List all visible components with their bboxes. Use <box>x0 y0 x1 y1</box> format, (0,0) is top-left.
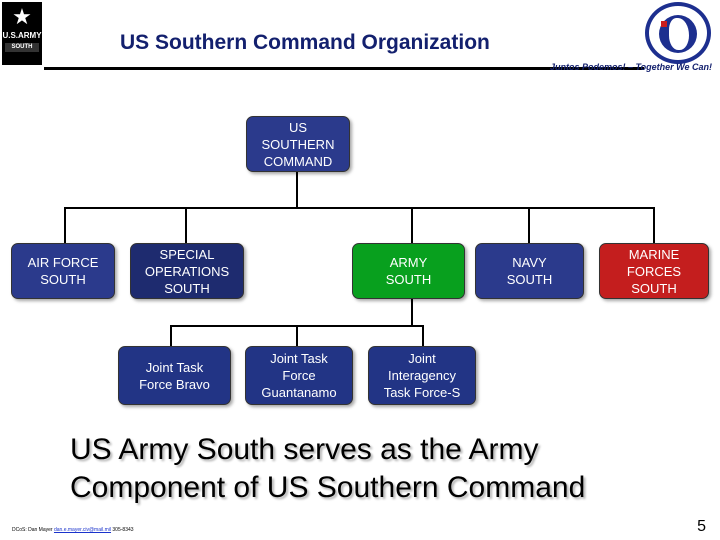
connector-jtf-bravo <box>170 325 172 347</box>
box-jtf-bravo: Joint Task Force Bravo <box>118 346 231 405</box>
box-navy-south: NAVY SOUTH <box>475 243 584 299</box>
southcom-seal-icon <box>645 2 711 64</box>
connector-army <box>411 207 413 245</box>
header-divider <box>44 67 644 70</box>
box-us-southern-command-label: US SOUTHERN COMMAND <box>261 119 335 169</box>
footer-phone: 305-8343 <box>112 527 134 533</box>
connector-jtf-gtmo <box>296 325 298 347</box>
connector-root-down <box>296 171 298 208</box>
box-jtf-bravo-label: Joint Task Force Bravo <box>139 359 210 392</box>
connector-sof <box>185 207 187 245</box>
page-number: 5 <box>697 518 706 535</box>
box-special-operations-south: SPECIAL OPERATIONS SOUTH <box>130 243 244 299</box>
connector-airforce <box>64 207 66 245</box>
connector-jiatf <box>422 325 424 347</box>
box-special-operations-south-label: SPECIAL OPERATIONS SOUTH <box>144 246 230 296</box>
box-jtf-guantanamo-label: Joint Task Force Guantanamo <box>261 351 337 400</box>
logo-text-army: U.S.ARMY <box>2 31 42 40</box>
footer-contact: DCoS: Dan Mayer dan.e.mayer.civ@mail.mil… <box>12 527 134 533</box>
logo-text-south: SOUTH <box>5 43 39 52</box>
motto: Juntos Podemos! – Together We Can! <box>549 62 712 72</box>
star-icon: ★ <box>12 4 32 29</box>
box-air-force-south: AIR FORCE SOUTH <box>11 243 115 299</box>
box-army-south: ARMY SOUTH <box>352 243 465 299</box>
connector-marine <box>653 207 655 245</box>
army-south-logo: ★ U.S.ARMY SOUTH <box>2 2 42 65</box>
box-army-south-label: ARMY SOUTH <box>385 255 432 287</box>
box-jiatf-south: Joint Interagency Task Force-S <box>368 346 476 405</box>
connector-top-bus <box>64 207 655 209</box>
box-jiatf-south-label: Joint Interagency Task Force-S <box>383 351 461 400</box>
page-title: US Southern Command Organization <box>120 31 490 54</box>
box-navy-south-label: NAVY SOUTH <box>506 255 553 287</box>
tagline: US Army South serves as the Army Compone… <box>70 433 586 504</box>
box-marine-forces-south-label: MARINE FORCES SOUTH <box>626 246 682 296</box>
footer-prefix: DCoS: Dan Mayer <box>12 527 53 533</box>
box-marine-forces-south: MARINE FORCES SOUTH <box>599 243 709 299</box>
box-jtf-guantanamo: Joint Task Force Guantanamo <box>245 346 353 405</box>
connector-navy <box>528 207 530 245</box>
box-air-force-south-label: AIR FORCE SOUTH <box>27 255 99 287</box>
box-us-southern-command: US SOUTHERN COMMAND <box>246 116 350 172</box>
footer-email-link[interactable]: dan.e.mayer.civ@mail.mil <box>53 527 112 533</box>
connector-army-down <box>411 298 413 325</box>
